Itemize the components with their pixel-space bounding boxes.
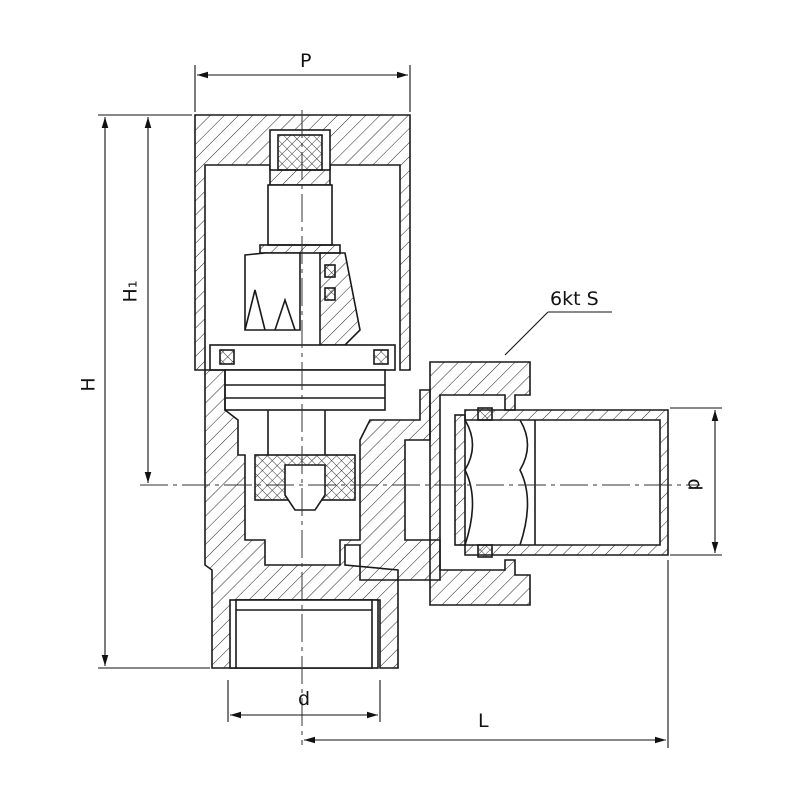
center-lines xyxy=(140,110,700,745)
dimension-label-h: H xyxy=(77,377,100,392)
dimension-label-h1: H₁ xyxy=(119,280,142,303)
hex-size-label: 6kt S xyxy=(550,288,599,310)
dimension-label-p: P xyxy=(300,50,312,72)
dimension-label-d-inlet: d xyxy=(298,688,311,710)
dimension-label-d-outlet: d xyxy=(683,478,706,491)
dimension-label-l: L xyxy=(478,710,489,732)
union-nut xyxy=(429,361,531,606)
dimension-lines xyxy=(98,65,722,748)
valve-body xyxy=(204,369,441,669)
tailpiece xyxy=(464,409,669,556)
